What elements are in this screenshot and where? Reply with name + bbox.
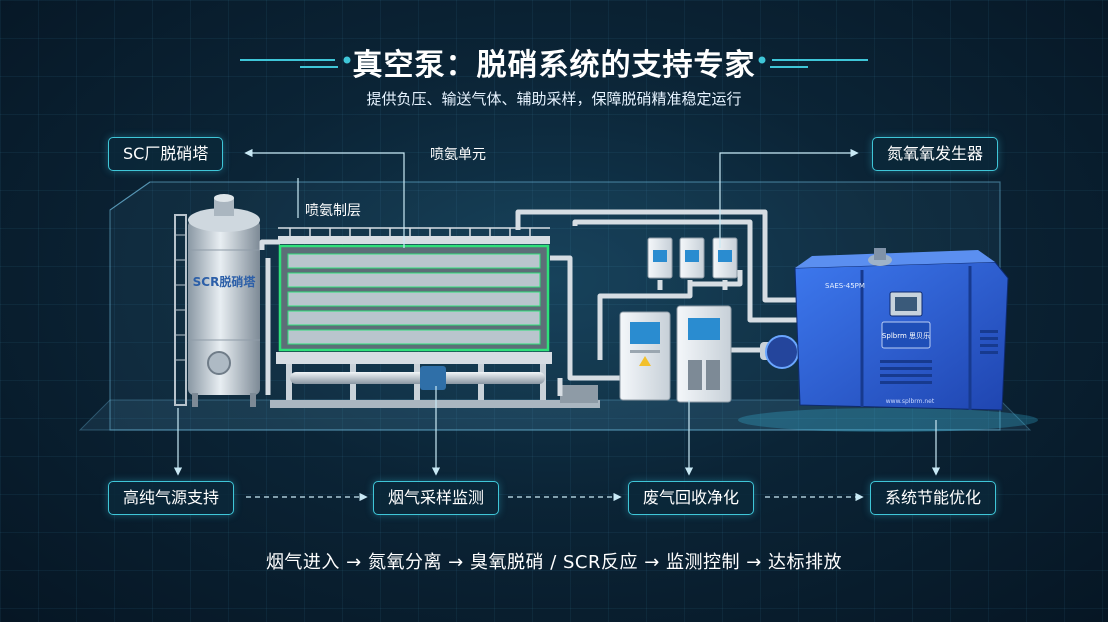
- title-decoration-left: [240, 56, 351, 68]
- scr-reactor: [270, 227, 600, 408]
- title-decoration-right: [758, 56, 868, 68]
- control-cabinets: [619, 305, 732, 403]
- pump-model-text: SAES-45PM: [825, 282, 865, 290]
- page-subtitle: 提供负压、输送气体、辅助采样，保障脱硝精准稳定运行: [366, 90, 742, 108]
- label-energy-saving: 系统节能优化: [870, 481, 997, 515]
- bottom-callout-lines: [173, 386, 941, 476]
- page-title: 真空泵：脱硝系统的支持专家: [352, 48, 756, 83]
- label-ammonia-unit: 喷氨单元: [430, 147, 486, 163]
- top-callout-lines: [244, 148, 859, 248]
- label-gas-source: 高纯气源支持: [108, 481, 235, 515]
- gas-analyzers: [647, 237, 738, 279]
- process-flow-text: 烟气进入 → 氮氧分离 → 臭氧脱硝 / SCR反应 → 监测控制 → 达标排放: [265, 552, 843, 573]
- pump-site-text: www.splbrm.net: [886, 398, 935, 405]
- label-ammonia-layer: 喷氨制层: [305, 203, 361, 219]
- pump-brand-text: Splbrm 思贝乐: [882, 331, 930, 340]
- scr-tower: SCR脱硝塔: [174, 194, 260, 407]
- label-flue-sampling: 烟气采样监测: [373, 481, 500, 515]
- label-waste-recovery: 废气回收净化: [628, 481, 755, 515]
- vacuum-pump: SAES-45PM Splbrm 思贝乐 www.splbrm.net: [738, 248, 1038, 432]
- tower-nameplate: SCR脱硝塔: [193, 274, 257, 289]
- piping-network: [259, 209, 800, 396]
- label-ozone-generator: 氮氧氧发生器: [872, 137, 999, 171]
- label-scr-tower: SC厂脱硝塔: [108, 137, 224, 171]
